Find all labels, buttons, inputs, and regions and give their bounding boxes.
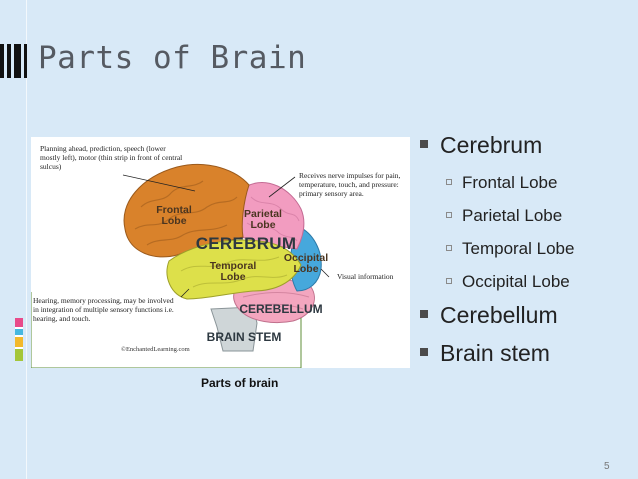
square-bullet-icon	[420, 310, 428, 318]
sub-bullet-item: Occipital Lobe	[418, 265, 574, 298]
slide-title: Parts of Brain	[38, 40, 307, 76]
bullet-text: Frontal Lobe	[462, 173, 558, 192]
accent-stripe	[15, 335, 23, 337]
left-rule	[26, 0, 27, 479]
parietal-note: Receives nerve impulses for pain, temper…	[299, 171, 401, 199]
hollow-square-bullet-icon	[446, 179, 452, 185]
bullet-item: Cerebrum	[418, 128, 574, 166]
hollow-square-bullet-icon	[446, 278, 452, 284]
bullet-text: Cerebrum	[440, 132, 543, 158]
cerebellum-folia	[242, 292, 310, 310]
frontal-region	[123, 163, 250, 258]
bullet-text: Parietal Lobe	[462, 206, 563, 225]
temporal-gyri	[180, 256, 288, 288]
accent-stripe	[15, 318, 23, 324]
hollow-square-bullet-icon	[446, 245, 452, 251]
accent-stripe	[15, 347, 23, 349]
square-bullet-icon	[420, 140, 428, 148]
bullet-text: Occipital Lobe	[462, 272, 570, 291]
frontal-lobe-label: Frontal Lobe	[156, 204, 192, 227]
occipital-lobe-label: Occipital Lobe	[283, 252, 329, 275]
accent-stripe	[15, 324, 23, 327]
frontal-gyri	[134, 180, 238, 246]
accent-stripe	[15, 349, 23, 361]
frontal-note: Planning ahead, prediction, speech (lowe…	[40, 144, 183, 172]
sub-bullet-item: Temporal Lobe	[418, 232, 574, 265]
hollow-square-bullet-icon	[446, 212, 452, 218]
bullet-item: Brain stem	[418, 336, 574, 374]
brain-diagram: Planning ahead, prediction, speech (lowe…	[31, 137, 410, 368]
temporal-lobe-label: Temporal Lobe	[209, 260, 257, 283]
parietal-lobe-label: Parietal Lobe	[244, 208, 282, 231]
brain-stem-label: BRAIN STEM	[206, 330, 282, 344]
sub-bullet-item: Parietal Lobe	[418, 199, 574, 232]
accent-stripe	[15, 337, 23, 347]
figure-caption: Parts of brain	[201, 376, 279, 390]
title-bars	[0, 44, 34, 78]
parietal-gyri	[246, 196, 300, 242]
frame-lines	[31, 292, 302, 368]
occipital-note: Visual information	[337, 272, 394, 281]
temporal-note: Hearing, memory processing, may be invol…	[33, 296, 174, 324]
bullet-item: Cerebellum	[418, 298, 574, 336]
brain-illustration	[31, 163, 330, 368]
accent-stripe	[15, 327, 23, 329]
square-bullet-icon	[420, 348, 428, 356]
bullet-text: Cerebellum	[440, 302, 558, 328]
cerebellum-label: CEREBELLUM	[239, 302, 323, 316]
pointer-lines	[122, 174, 330, 298]
accent-stripe	[15, 329, 23, 335]
copyright-text: ©EnchantedLearning.com	[121, 346, 190, 353]
cerebrum-label: CEREBRUM	[195, 234, 297, 253]
page-number: 5	[604, 461, 610, 472]
bullet-text: Temporal Lobe	[462, 239, 575, 258]
sub-bullet-item: Frontal Lobe	[418, 166, 574, 199]
bullet-text: Brain stem	[440, 340, 550, 366]
